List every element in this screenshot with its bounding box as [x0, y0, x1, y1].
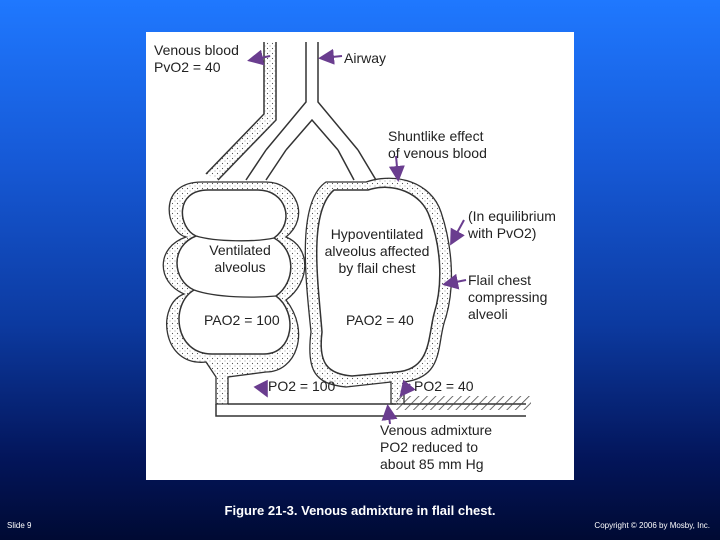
- figure-panel: Venous blood PvO2 = 40 Airway Shuntlike …: [146, 32, 574, 480]
- label-admixture-2: PO2 reduced to: [380, 439, 479, 455]
- label-equilibrium-1: (In equilibrium: [468, 208, 556, 224]
- label-hypo-3: by flail chest: [338, 260, 416, 276]
- label-hypo-1: Hypoventilated: [330, 226, 424, 242]
- label-admixture-3: about 85 mm Hg: [380, 456, 484, 472]
- copyright-notice: Copyright © 2006 by Mosby, Inc.: [594, 521, 710, 530]
- annotation-arrows: [247, 48, 467, 425]
- label-po2-100: PO2 = 100: [268, 378, 336, 394]
- hypoventilated-alveolus: [316, 186, 441, 377]
- label-pao2-40: PAO2 = 40: [346, 312, 414, 328]
- label-ventilated-2: alveolus: [214, 259, 266, 275]
- airway: [245, 42, 377, 181]
- label-hypo-2: alveolus affected: [324, 243, 430, 259]
- label-pao2-100: PAO2 = 100: [204, 312, 280, 328]
- lung-diagram: [162, 42, 531, 425]
- label-equilibrium-2: with PvO2): [468, 225, 537, 241]
- label-shuntlike-2: of venous blood: [388, 145, 487, 161]
- figure-caption: Figure 21-3. Venous admixture in flail c…: [224, 503, 496, 518]
- ventilated-alveolus: [176, 189, 292, 355]
- slide-number: Slide 9: [7, 521, 32, 530]
- label-shuntlike-1: Shuntlike effect: [388, 128, 484, 144]
- label-flail-2: compressing: [468, 289, 548, 305]
- label-flail-1: Flail chest: [468, 272, 532, 288]
- label-airway: Airway: [344, 50, 387, 66]
- pulmonary-vein: [215, 396, 531, 417]
- label-flail-3: alveoli: [468, 306, 508, 322]
- label-admixture-1: Venous admixture: [380, 422, 493, 438]
- label-po2-40: PO2 = 40: [414, 378, 474, 394]
- label-pvo2-40: PvO2 = 40: [154, 59, 221, 75]
- label-ventilated-1: Ventilated: [209, 242, 271, 258]
- label-venous-blood: Venous blood: [154, 42, 239, 58]
